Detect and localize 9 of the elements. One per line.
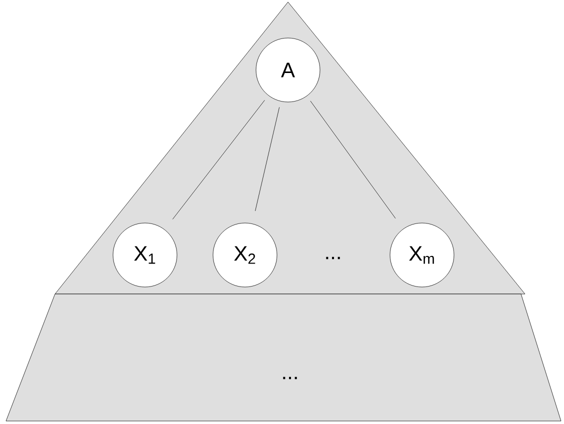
ellipsis-text: ... <box>326 256 340 260</box>
circle-node: X$_{1}$ <box>112 222 178 288</box>
connector-line <box>310 100 396 219</box>
circle-node: X$_{m}$ <box>390 222 454 288</box>
connector-line <box>255 107 280 212</box>
connector-line <box>172 100 265 220</box>
trapezoid-box: ... <box>6 294 562 422</box>
circle-node: A <box>256 38 320 102</box>
circle-node: X$_{2}$ <box>212 222 278 288</box>
